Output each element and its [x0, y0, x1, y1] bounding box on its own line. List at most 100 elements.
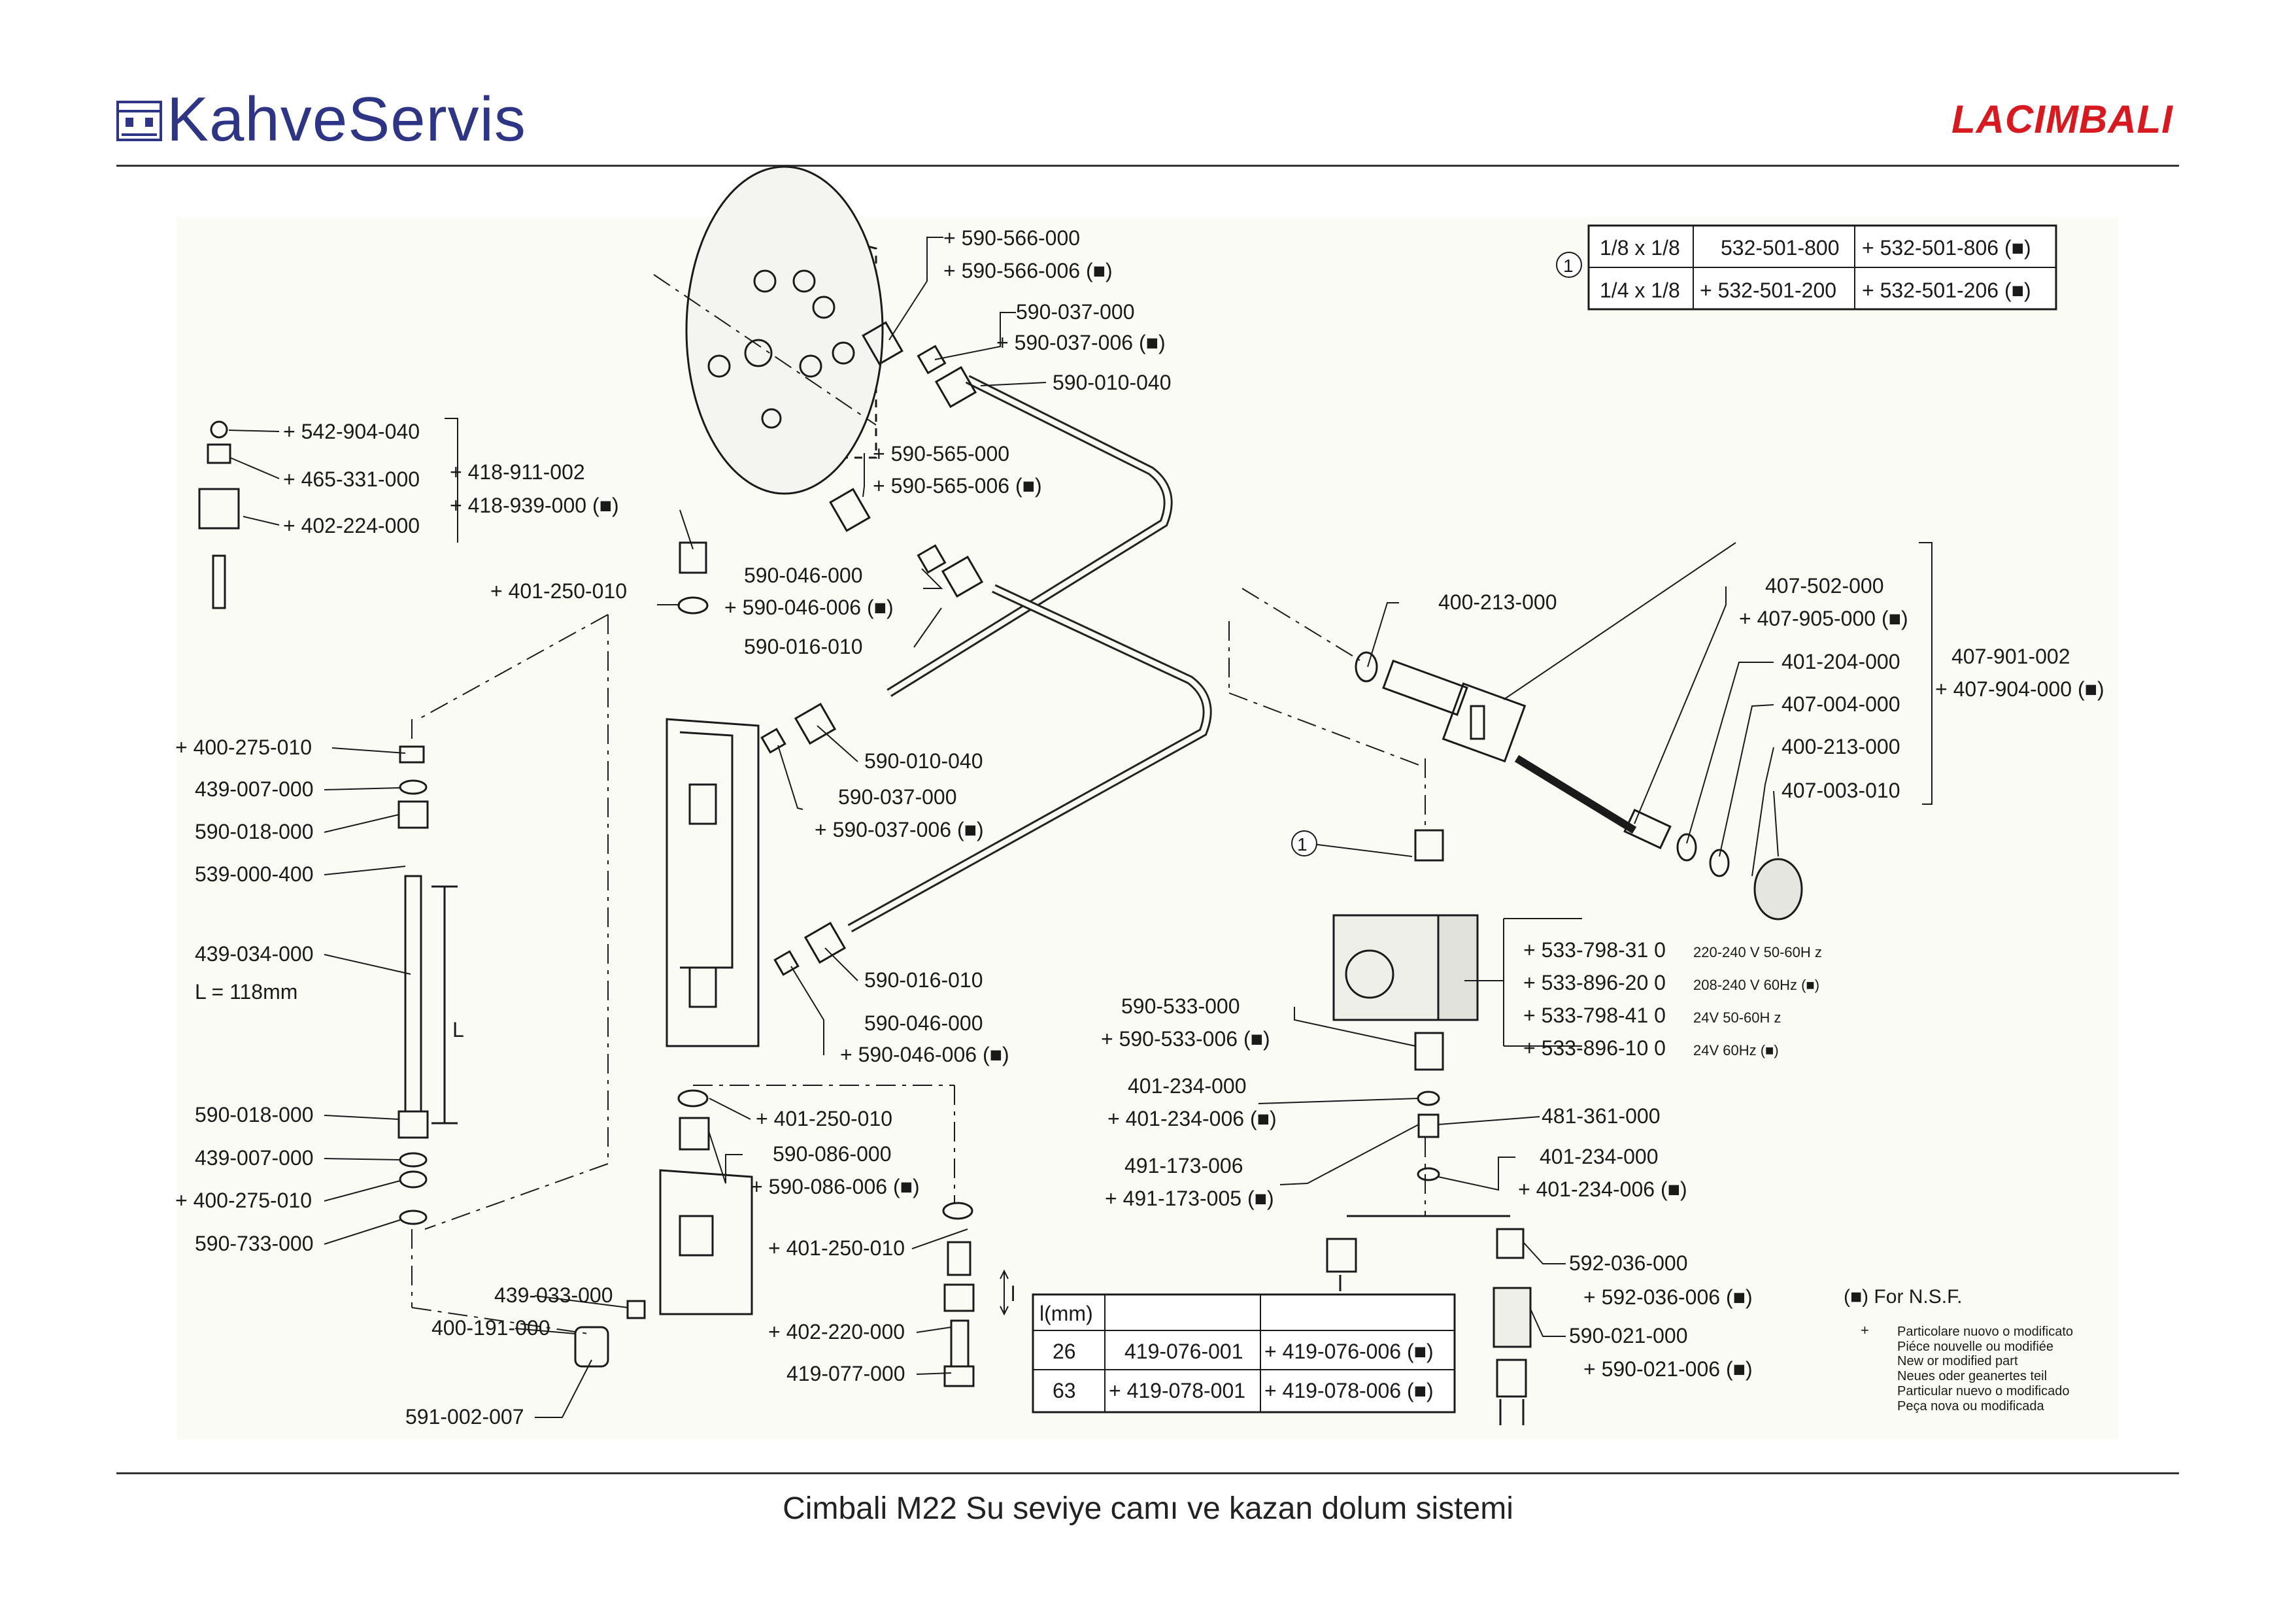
solenoid-code: + 533-896-10 0 — [1523, 1036, 1666, 1060]
part-label: + 590-046-006 (■) — [724, 596, 894, 619]
part-label: + 590-565-000 — [873, 442, 1009, 465]
part-label: 590-533-000 — [1121, 994, 1240, 1018]
part-label: 590-086-000 — [773, 1142, 891, 1166]
table-cell: 532-501-800 — [1721, 236, 1839, 260]
part-label: 491-173-006 — [1124, 1154, 1243, 1177]
solenoid-spec: 24V 60Hz (■) — [1693, 1042, 1779, 1058]
part-label: 590-046-000 — [744, 564, 862, 587]
solenoid-code: + 533-798-41 0 — [1523, 1004, 1666, 1027]
part-label: + 418-911-002 — [450, 460, 585, 484]
part-label: + 491-173-005 (■) — [1105, 1187, 1274, 1210]
boiler-flange — [685, 165, 884, 495]
part-label: 590-018-000 — [195, 820, 313, 843]
part-label: 590-016-010 — [744, 635, 862, 658]
solenoid-spec: 220-240 V 50-60H z — [1693, 944, 1822, 960]
solenoid-code: + 533-896-20 0 — [1523, 971, 1666, 994]
part-label: L — [452, 1018, 464, 1041]
part-label: 439-007-000 — [195, 777, 313, 801]
part-label: L = 118mm — [195, 980, 297, 1004]
part-label: + 590-086-006 (■) — [751, 1175, 920, 1198]
part-label: 590-037-000 — [1016, 300, 1134, 324]
part-label: 400-213-000 — [1438, 590, 1557, 614]
solenoid-variants: + 533-798-31 0 220-240 V 50-60H z + 533-… — [1523, 938, 1822, 1060]
part-label: + 407-904-000 (■) — [1935, 677, 2104, 701]
legend-note: Piéce nouvelle ou modifiée — [1897, 1340, 2053, 1354]
part-label: 400-213-000 — [1781, 735, 1900, 758]
part-label: + 590-566-000 — [943, 226, 1080, 250]
footer-divider — [116, 1472, 2179, 1474]
part-label: + 590-037-006 (■) — [996, 331, 1166, 354]
level-probe — [198, 420, 709, 615]
part-label: 407-003-010 — [1781, 779, 1900, 802]
part-label: 539-000-400 — [195, 862, 313, 886]
part-label: + 401-234-006 (■) — [1518, 1177, 1687, 1201]
part-label: 590-046-000 — [864, 1011, 983, 1035]
solenoid-spec: 208-240 V 60Hz (■) — [1693, 977, 1819, 993]
part-label: + 590-037-006 (■) — [815, 818, 984, 841]
part-label: 481-361-000 — [1542, 1104, 1660, 1128]
part-labels: + 590-566-000 + 590-566-006 (■) 590-037-… — [175, 226, 2104, 1429]
table-cell: + 532-501-806 (■) — [1862, 236, 2031, 260]
callout-number: 1 — [1297, 834, 1308, 854]
legend: (■) For N.S.F. + Particolare nuovo o mod… — [1844, 1286, 2073, 1413]
part-label: 407-502-000 — [1765, 574, 1883, 598]
page-caption: Cimbali M22 Su seviye camı ve kazan dolu… — [783, 1491, 1513, 1526]
part-label: + 590-021-006 (■) — [1583, 1357, 1753, 1381]
centerlines — [411, 274, 1426, 1334]
solenoid-valve — [1332, 829, 1479, 1181]
table-cell: 1/8 x 1/8 — [1600, 236, 1680, 260]
part-label: 407-901-002 — [1951, 645, 2070, 668]
legend-nsf: (■) For N.S.F. — [1844, 1286, 1962, 1308]
bracket-upper — [666, 718, 760, 1047]
part-label: 590-010-040 — [1053, 371, 1171, 394]
part-label: + 400-275-010 — [175, 736, 312, 759]
part-label: + 465-331-000 — [283, 467, 420, 491]
part-label: + 590-046-006 (■) — [840, 1043, 1009, 1066]
part-label: 592-036-000 — [1569, 1251, 1687, 1275]
table-cell: 63 — [1053, 1379, 1076, 1402]
diagram-panel — [177, 217, 2118, 1440]
part-label: + 590-565-006 (■) — [873, 474, 1042, 498]
bracket-lower — [574, 1089, 753, 1368]
dimension-label: l — [1011, 1282, 1015, 1306]
part-label: 590-018-000 — [195, 1103, 313, 1126]
part-label: 400-191-000 — [431, 1316, 550, 1340]
part-label: + 401-250-010 — [490, 579, 627, 603]
part-label: 590-016-010 — [864, 968, 983, 992]
part-label: + 400-275-010 — [175, 1189, 312, 1212]
part-label: + 590-566-006 (■) — [943, 259, 1113, 282]
table-cell: + 419-078-006 (■) — [1264, 1379, 1434, 1402]
part-label: 401-234-000 — [1128, 1074, 1246, 1098]
table-cell: + 532-501-206 (■) — [1862, 279, 2031, 302]
filling-valve — [1355, 651, 1803, 921]
table-cell: + 419-076-006 (■) — [1264, 1340, 1434, 1363]
part-label: + 401-250-010 — [768, 1236, 905, 1260]
part-label: + 418-939-000 (■) — [450, 494, 619, 517]
table-cell: + 419-078-001 — [1109, 1379, 1245, 1402]
part-label: 591-002-007 — [405, 1405, 524, 1429]
fitting-table: 1 1/8 x 1/8 532-501-800 + 532-501-806 (■… — [1563, 224, 2057, 311]
coffee-machine-icon — [116, 101, 162, 141]
legend-note: New or modified part — [1897, 1354, 2018, 1368]
legend-note: Neues oder geanertes teil — [1897, 1369, 2047, 1383]
part-label: 419-077-000 — [786, 1362, 905, 1385]
part-label: 439-033-000 — [494, 1283, 613, 1307]
part-label: 590-733-000 — [195, 1232, 313, 1255]
part-label: 407-004-000 — [1781, 692, 1900, 716]
part-label: 401-204-000 — [1781, 650, 1900, 673]
diagram-drawing — [198, 165, 1933, 1425]
length-table: l(mm) 26 419-076-001 + 419-076-006 (■) 6… — [1032, 1293, 1456, 1413]
header-divider — [116, 165, 2179, 167]
solenoid-code: + 533-798-31 0 — [1523, 938, 1666, 962]
part-label: + 590-533-006 (■) — [1101, 1027, 1270, 1051]
part-label: + 401-234-006 (■) — [1107, 1107, 1277, 1130]
legend-note: Peça nova ou modificada — [1897, 1399, 2044, 1413]
legend-note: Particular nuevo o modificado — [1897, 1384, 2069, 1398]
part-label: 590-037-000 — [838, 785, 956, 809]
table-cell: 1/4 x 1/8 — [1600, 279, 1680, 302]
callout-circle-1 — [1291, 830, 1317, 856]
part-label: + 542-904-040 — [283, 420, 420, 443]
table-cell: 26 — [1053, 1340, 1076, 1363]
part-label: + 592-036-006 (■) — [1583, 1285, 1753, 1309]
maker-logo: LACIMBALI — [1951, 97, 2173, 141]
